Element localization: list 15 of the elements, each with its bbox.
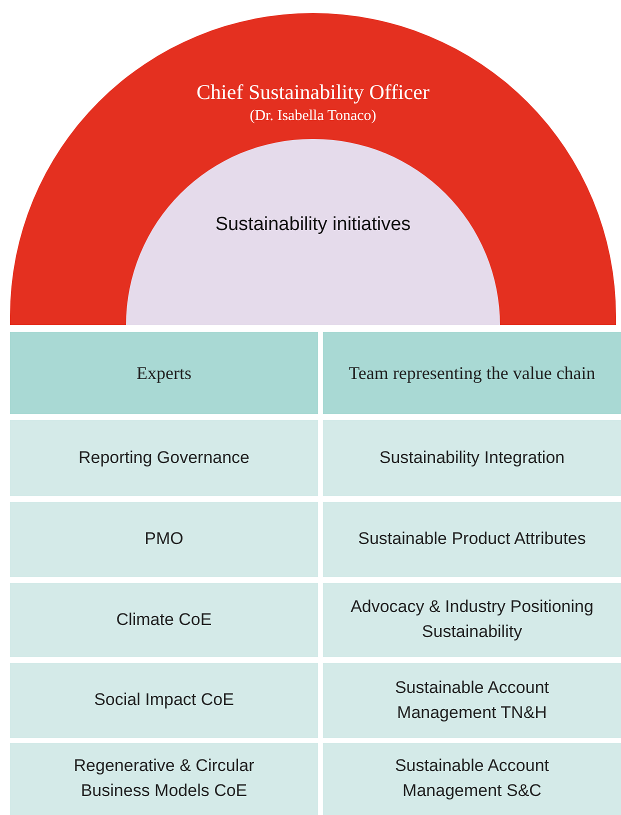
table-cell: Advocacy & Industry Positioning Sustainability — [323, 583, 621, 657]
table-cell: PMO — [10, 502, 318, 577]
table-cell: Climate CoE — [10, 583, 318, 657]
table-cell: Sustainable Account Management TN&H — [323, 663, 621, 738]
header-cell: Team representing the value chain — [323, 332, 621, 414]
semicircle-label: Sustainability initiatives — [215, 213, 411, 237]
table-cell: Sustainable Product Attributes — [323, 502, 621, 577]
table-cell: Social Impact CoE — [10, 663, 318, 738]
table-cell: Sustainability Integration — [323, 420, 621, 496]
semicircle-subtitle: (Dr. Isabella Tonaco) — [250, 107, 376, 126]
table-cell: Reporting Governance — [10, 420, 318, 496]
table-cell: Regenerative & Circular Business Models CoE — [10, 743, 318, 815]
header-cell: Experts — [10, 332, 318, 414]
table-cell: Sustainable Account Management S&C — [323, 743, 621, 815]
semicircle-title: Chief Sustainability Officer — [196, 79, 430, 106]
